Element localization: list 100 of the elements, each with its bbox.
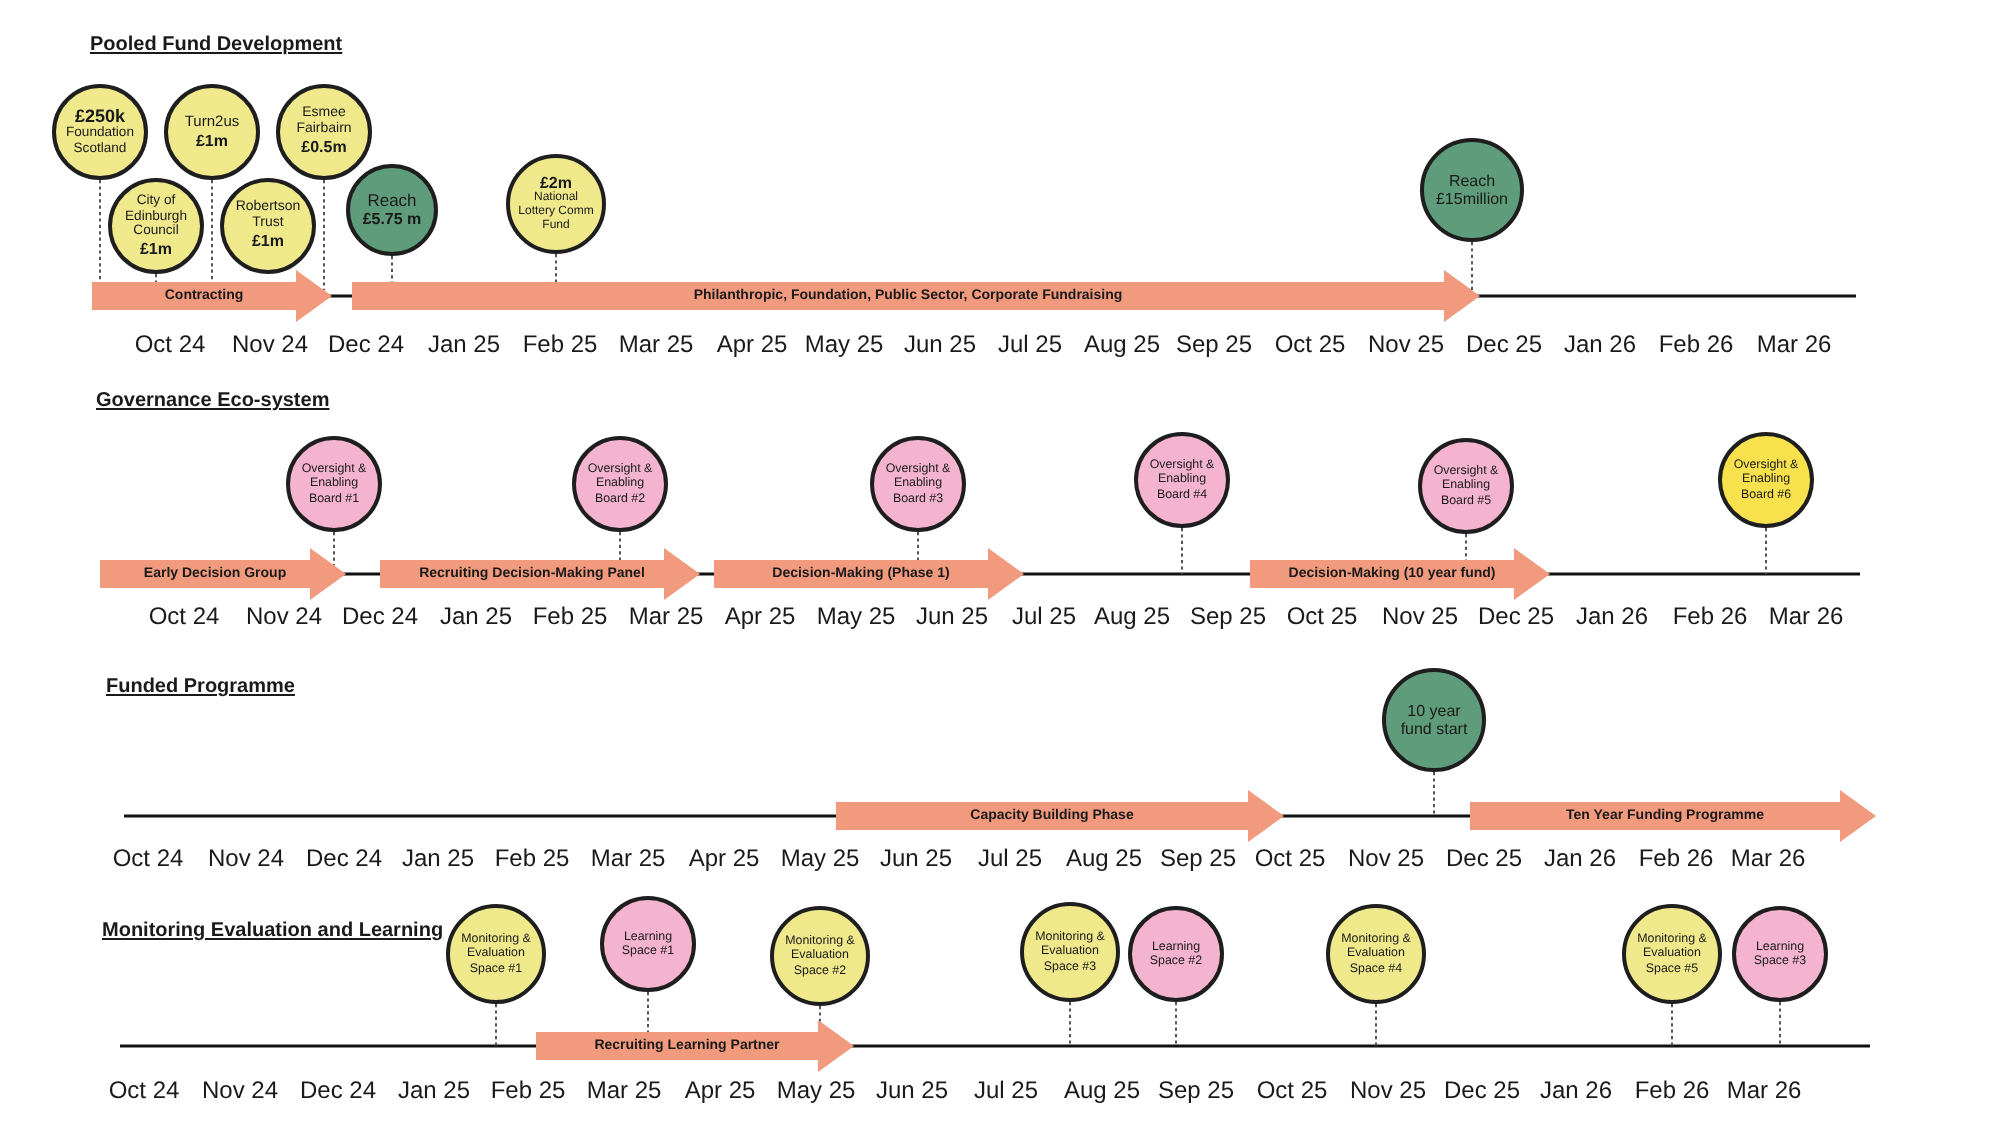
milestone-circle [52, 84, 148, 180]
milestone-circle [446, 904, 546, 1004]
month-label: Nov 24 [245, 604, 323, 628]
month-label: Jan 25 [427, 332, 501, 356]
month-label: Feb 25 [490, 1078, 566, 1102]
month-label: Feb 26 [1634, 1078, 1710, 1102]
phase-band [92, 270, 332, 322]
month-label: Oct 24 [112, 846, 184, 870]
month-label: Dec 24 [341, 604, 419, 628]
month-label: May 25 [776, 1078, 856, 1102]
month-label: Nov 25 [1367, 332, 1445, 356]
month-label: Dec 24 [305, 846, 383, 870]
leader-line [1175, 1001, 1177, 1047]
month-label: Jan 26 [1539, 1078, 1613, 1102]
month-label: Oct 25 [1274, 332, 1346, 356]
milestone-text: 10 year fund start [1398, 701, 1470, 739]
leader-line [555, 253, 557, 283]
month-label: Jan 25 [397, 1078, 471, 1102]
month-label: Apr 25 [684, 1078, 756, 1102]
month-label: Mar 26 [1726, 1078, 1802, 1102]
amount-text: £5.75 m [362, 210, 422, 229]
amount-text: £2m [539, 174, 572, 193]
phase-band [100, 548, 346, 600]
month-label: Sep 25 [1157, 1078, 1235, 1102]
leader-line [619, 531, 621, 561]
month-label: Jul 25 [973, 1078, 1039, 1102]
leader-line [1779, 1001, 1781, 1047]
month-label: Sep 25 [1159, 846, 1237, 870]
milestone-circle [108, 178, 204, 274]
month-label: Dec 24 [299, 1078, 377, 1102]
amount-text: £0.5m [301, 138, 347, 158]
milestone-circle [1418, 438, 1514, 534]
month-label: Aug 25 [1093, 604, 1171, 628]
month-label: Jan 26 [1543, 846, 1617, 870]
month-label: Jun 25 [879, 846, 953, 870]
month-label: Nov 24 [207, 846, 285, 870]
milestone-circle [572, 436, 668, 532]
leader-line [391, 255, 393, 283]
leader-line [917, 531, 919, 561]
leader-line [333, 531, 335, 567]
month-label: Jan 26 [1575, 604, 1649, 628]
month-label: Dec 25 [1443, 1078, 1521, 1102]
month-label: Nov 24 [231, 332, 309, 356]
section-heading: Funded Programme [106, 676, 295, 698]
month-label: Jul 25 [1011, 604, 1077, 628]
milestone-circle [1020, 902, 1120, 1002]
month-label: Jul 25 [997, 332, 1063, 356]
leader-line [211, 179, 213, 283]
month-label: Nov 24 [201, 1078, 279, 1102]
phase-band [1250, 548, 1550, 600]
month-label: Feb 26 [1658, 332, 1734, 356]
month-label: Mar 26 [1756, 332, 1832, 356]
milestone-circle [770, 906, 870, 1006]
milestone-circle [220, 178, 316, 274]
leader-line [495, 1003, 497, 1047]
leader-line [1471, 241, 1473, 292]
month-label: Oct 24 [108, 1078, 180, 1102]
month-label: May 25 [804, 332, 884, 356]
amount-text: £1m [139, 240, 172, 259]
phase-band [536, 1020, 854, 1072]
month-label: Mar 25 [586, 1078, 662, 1102]
leader-line [1465, 533, 1467, 561]
milestone-text: Reach £15million [1433, 171, 1511, 209]
leader-line [1765, 527, 1767, 575]
milestone-circle [276, 84, 372, 180]
month-label: May 25 [816, 604, 896, 628]
month-label: Jul 25 [977, 846, 1043, 870]
leader-line [647, 991, 649, 1033]
milestone-circle [1128, 906, 1224, 1002]
milestone-circle [1326, 904, 1426, 1004]
month-label: Feb 26 [1638, 846, 1714, 870]
month-label: Jan 25 [401, 846, 475, 870]
leader-line [1069, 1001, 1071, 1047]
month-label: Dec 25 [1465, 332, 1543, 356]
month-label: Feb 26 [1672, 604, 1748, 628]
leader-line [155, 273, 157, 283]
amount-text: £250k [74, 106, 126, 127]
month-label: Sep 25 [1175, 332, 1253, 356]
milestone-circle [286, 436, 382, 532]
month-label: Nov 25 [1349, 1078, 1427, 1102]
month-label: Mar 26 [1730, 846, 1806, 870]
month-label: Mar 25 [590, 846, 666, 870]
milestone-circle [346, 164, 438, 256]
month-label: Apr 25 [688, 846, 760, 870]
section-heading: Governance Eco-system [96, 390, 330, 412]
milestone-text: Reach [367, 191, 417, 211]
milestone-circle [600, 896, 696, 992]
month-label: Jan 25 [439, 604, 513, 628]
leader-line [1671, 1003, 1673, 1047]
month-label: Dec 25 [1477, 604, 1555, 628]
month-label: Jun 25 [903, 332, 977, 356]
month-label: Jan 26 [1563, 332, 1637, 356]
amount-text: £1m [251, 232, 284, 252]
month-label: Aug 25 [1083, 332, 1161, 356]
month-label: Apr 25 [716, 332, 788, 356]
month-label: Aug 25 [1065, 846, 1143, 870]
phase-band [714, 548, 1024, 600]
phase-band [836, 790, 1284, 842]
milestone-circle [1134, 432, 1230, 528]
month-label: Feb 25 [522, 332, 598, 356]
